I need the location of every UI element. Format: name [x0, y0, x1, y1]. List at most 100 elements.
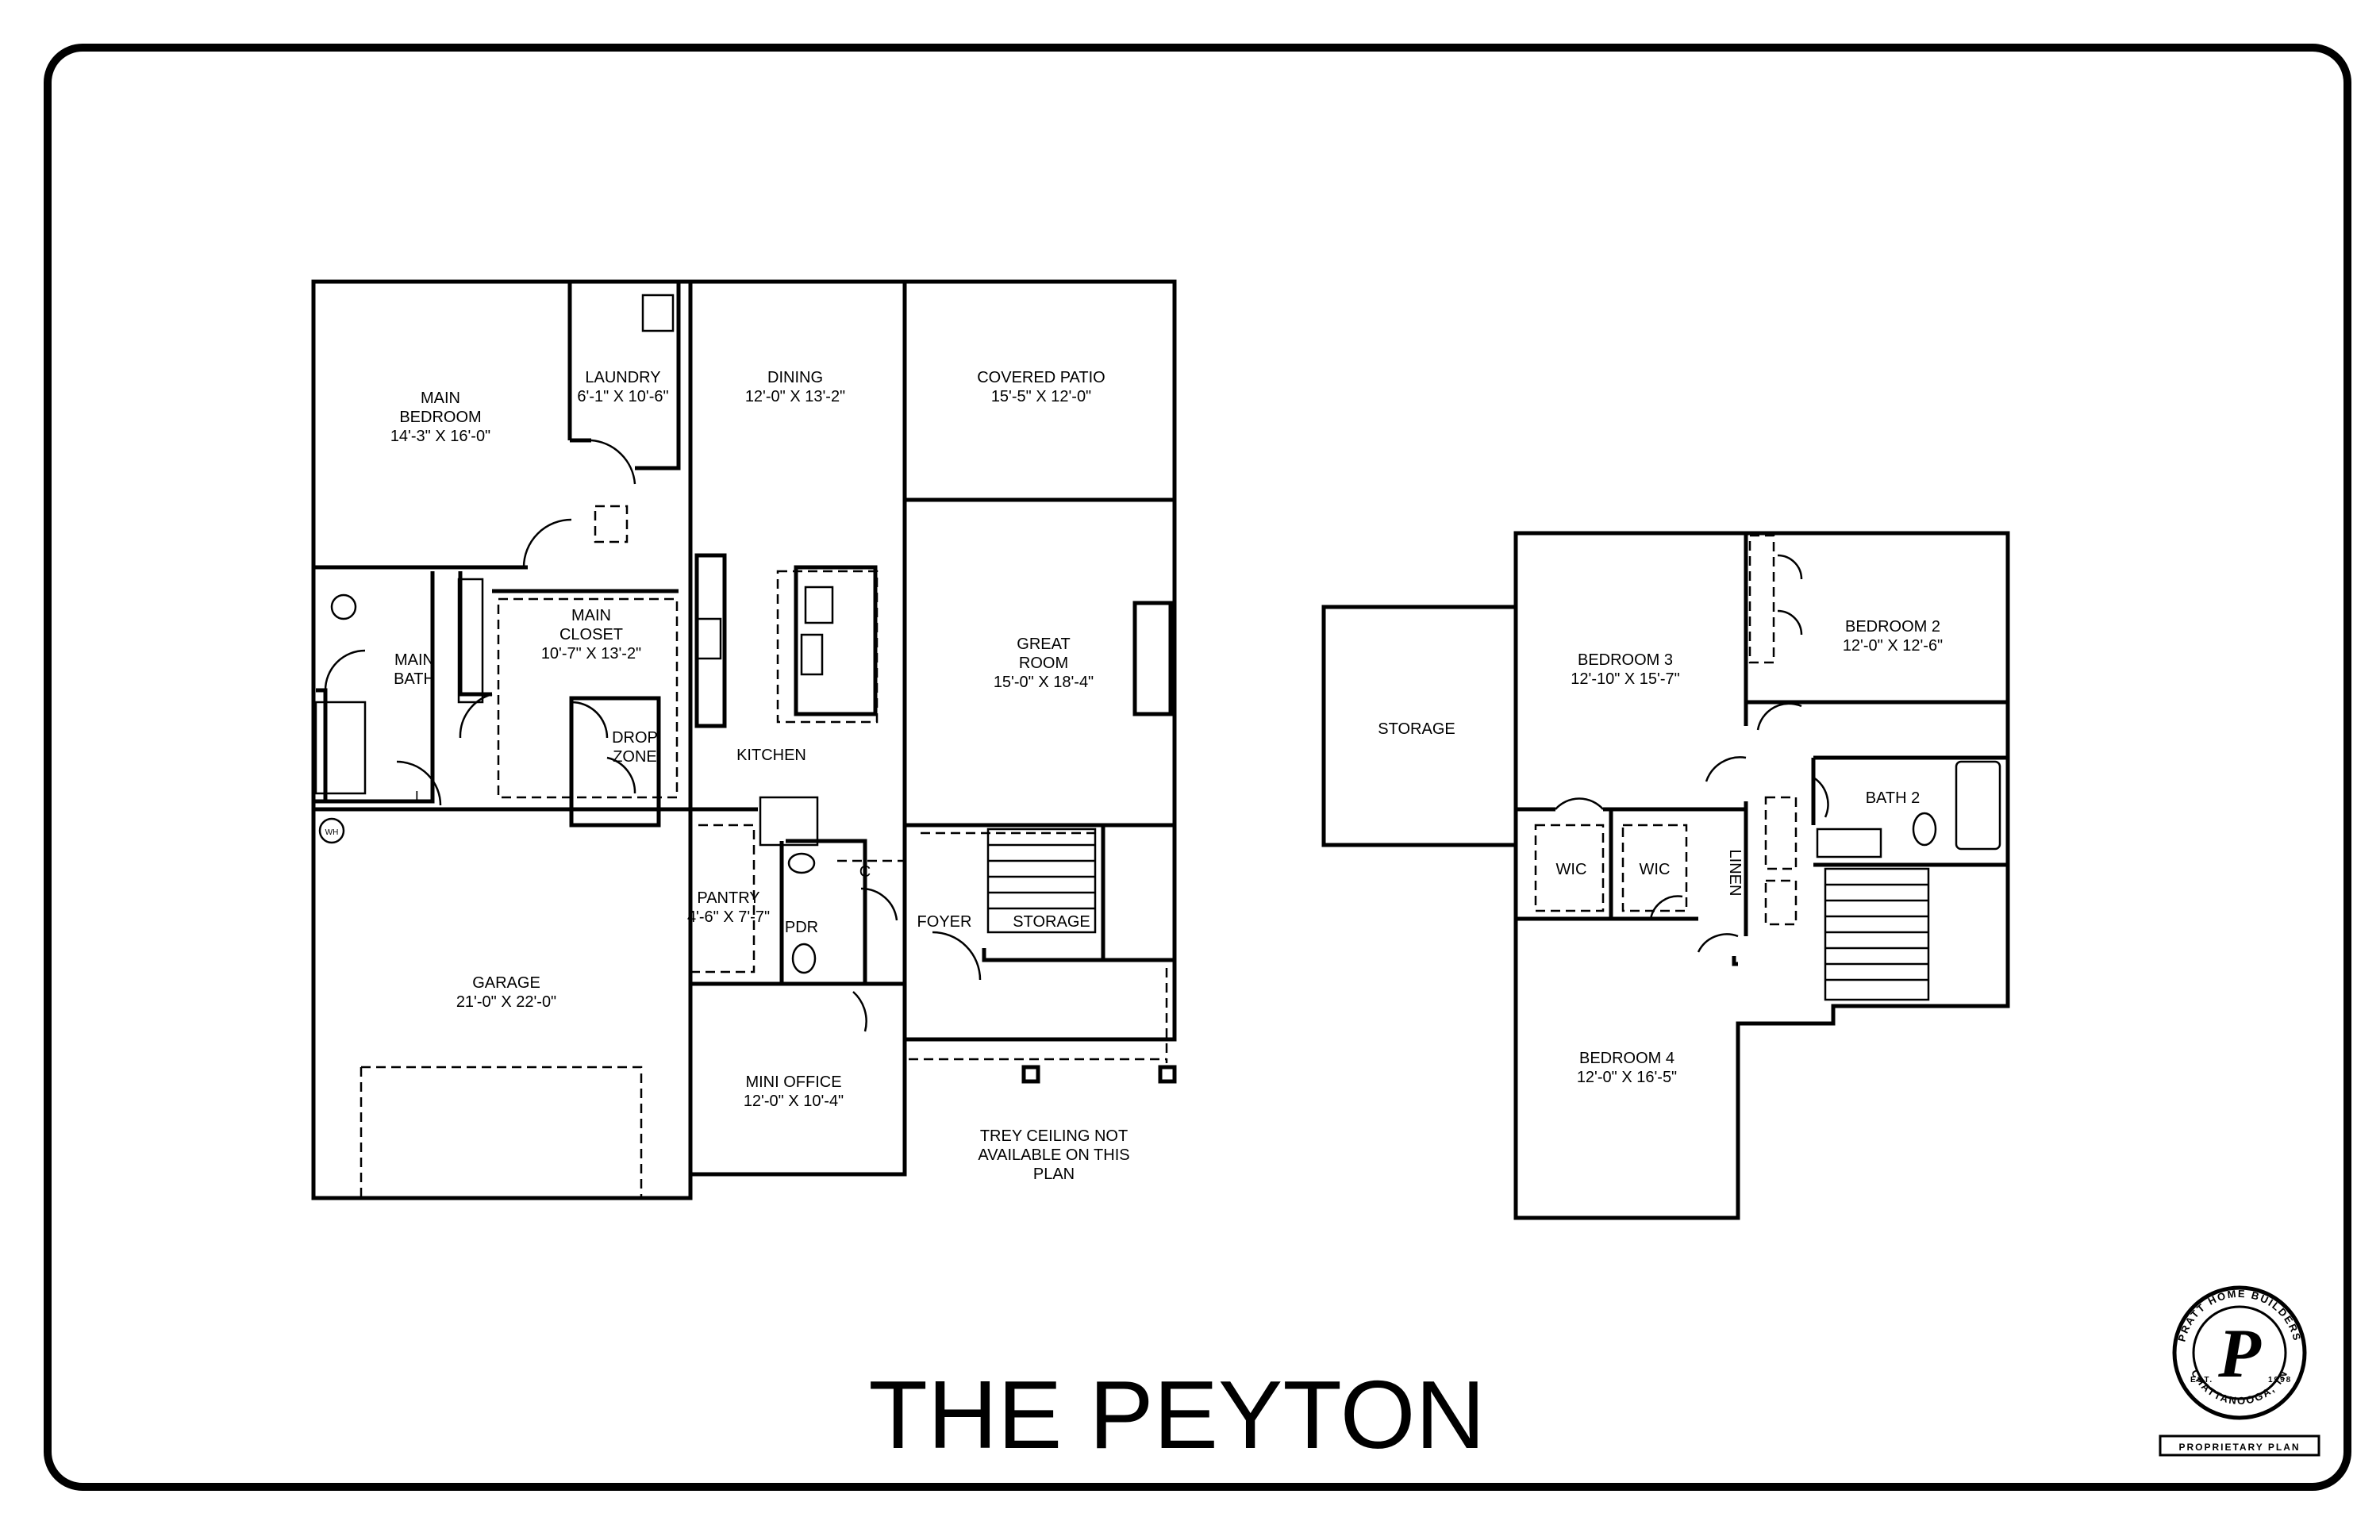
foyer-label: FOYER — [917, 913, 972, 931]
linen-label: LINEN — [1726, 850, 1744, 897]
mini-office-size: 12'-0" X 10'-4" — [744, 1093, 844, 1110]
covered-patio-size: 15'-5" X 12'-0" — [991, 388, 1091, 405]
trey-ceiling-note: PLAN — [1033, 1166, 1075, 1183]
laundry-closet — [594, 505, 629, 543]
upper-storage-label: STORAGE — [1378, 720, 1455, 738]
bedroom2-closet — [1748, 534, 1775, 664]
bedroom3-label: BEDROOM 3 — [1578, 651, 1673, 669]
sheet-border — [44, 44, 2351, 1491]
bedroom2-label: BEDROOM 2 — [1845, 618, 1940, 636]
main-closet-size: 10'-7" X 13'-2" — [541, 645, 641, 662]
drop-zone-label: ZONE — [613, 748, 657, 766]
garage-label: GARAGE — [472, 974, 540, 992]
covered-patio-label: COVERED PATIO — [977, 369, 1105, 386]
vanity-icon — [457, 578, 484, 704]
toilet-icon — [791, 943, 817, 974]
wic-label: WIC — [1556, 861, 1587, 878]
porch-post — [1021, 1065, 1040, 1084]
door-swing — [1649, 895, 1683, 920]
laundry-sink-icon — [641, 294, 675, 332]
bedroom3-size: 12'-10" X 15'-7" — [1571, 670, 1679, 688]
main-bedroom-label: BEDROOM — [399, 409, 481, 426]
stairs — [986, 828, 1097, 934]
wall — [458, 571, 492, 697]
fireplace-icon — [1132, 601, 1173, 716]
door-swing — [1813, 776, 1829, 818]
drop-zone-label: DROP — [612, 729, 658, 747]
door-swing — [1697, 933, 1739, 953]
door-swing — [1555, 797, 1604, 810]
door-swing — [459, 693, 493, 739]
front-door-swing — [932, 931, 982, 981]
logo-year: 1998 — [2268, 1376, 2292, 1384]
linen-mark: L — [415, 789, 423, 805]
dining-label: DINING — [767, 369, 823, 386]
builder-logo: PRATT HOME BUILDERS CHATTANOOGA, TN P ES… — [2159, 1285, 2320, 1457]
pantry-size: 4'-6" X 7'-7" — [687, 908, 770, 926]
door-swing — [571, 701, 609, 739]
main-closet-label: CLOSET — [559, 626, 623, 643]
laundry-label: LAUNDRY — [585, 369, 660, 386]
main-bedroom-size: 14'-3" X 16'-0" — [390, 428, 490, 445]
upper-stairs — [1824, 867, 1930, 1001]
wall — [1732, 956, 1738, 966]
toilet-icon — [330, 593, 357, 620]
main-closet-label: MAIN — [571, 607, 611, 624]
door-swing — [324, 649, 366, 691]
sink-icon — [787, 852, 816, 874]
great-room-size: 15'-0" X 18'-4" — [994, 674, 1094, 691]
logo-est: EST. — [2190, 1376, 2213, 1384]
wic-outline — [1534, 824, 1605, 912]
wall — [635, 282, 681, 470]
mini-office-label: MINI OFFICE — [745, 1073, 841, 1091]
wall — [316, 688, 328, 804]
wall — [786, 839, 867, 984]
door-swing — [1777, 609, 1803, 636]
pantry-shelving — [690, 824, 756, 974]
wall — [982, 948, 1103, 962]
bedroom4-size: 12'-0" X 16'-5" — [1577, 1069, 1677, 1086]
door-swing — [1756, 702, 1802, 731]
door-swing — [606, 756, 636, 794]
range-icon — [695, 617, 722, 660]
bedroom2-size: 12'-0" X 12'-6" — [1843, 637, 1943, 655]
proprietary-badge-text: PROPRIETARY PLAN — [2178, 1442, 2300, 1453]
pantry-label: PANTRY — [697, 889, 759, 907]
plan-title: THE PEYTON — [868, 1361, 1485, 1469]
logo-outer-ring — [2172, 1285, 2307, 1420]
dining-size: 12'-0" X 13'-2" — [745, 388, 845, 405]
wall — [313, 571, 435, 804]
storage-label: STORAGE — [1013, 913, 1090, 931]
bedroom4-label: BEDROOM 4 — [1579, 1050, 1674, 1067]
closet-mark: C — [859, 863, 871, 881]
door-swing — [522, 518, 572, 568]
bathtub-icon — [1955, 760, 2001, 851]
trey-ceiling-note: TREY CEILING NOT — [980, 1127, 1128, 1145]
drop-zone-wall — [569, 696, 661, 828]
main-bedroom-label: MAIN — [421, 390, 460, 407]
wic-label: WIC — [1640, 861, 1671, 878]
kitchen-island — [794, 565, 878, 716]
main-bath-label: BATH — [394, 670, 435, 688]
main-closet-outline — [497, 597, 679, 799]
bath2-label: BATH 2 — [1866, 789, 1921, 807]
great-room-label: GREAT — [1017, 636, 1070, 653]
second-floor-plan: STORAGE BEDROOM 3 12'-10" X 15'-7" BEDRO… — [1321, 531, 2010, 1220]
great-room-label: ROOM — [1019, 655, 1068, 672]
linen-shelf — [1764, 796, 1797, 870]
water-heater-icon — [318, 817, 345, 844]
island-outline — [776, 570, 879, 724]
island-sink — [804, 586, 834, 624]
logo-inner-ring — [2192, 1305, 2287, 1400]
kitchen-label: KITCHEN — [736, 747, 806, 764]
toilet-icon — [1912, 812, 1937, 847]
logo-letter: P — [2217, 1315, 2262, 1392]
water-heater-mark: WH — [325, 828, 339, 837]
proprietary-badge — [2159, 1434, 2320, 1457]
linen-shelf — [1764, 879, 1797, 926]
shower-icon — [314, 701, 367, 795]
trey-ceiling-note: AVAILABLE ON THIS — [978, 1146, 1129, 1164]
first-floor-outer-wall — [311, 279, 1177, 1200]
porch-post — [1158, 1065, 1177, 1084]
